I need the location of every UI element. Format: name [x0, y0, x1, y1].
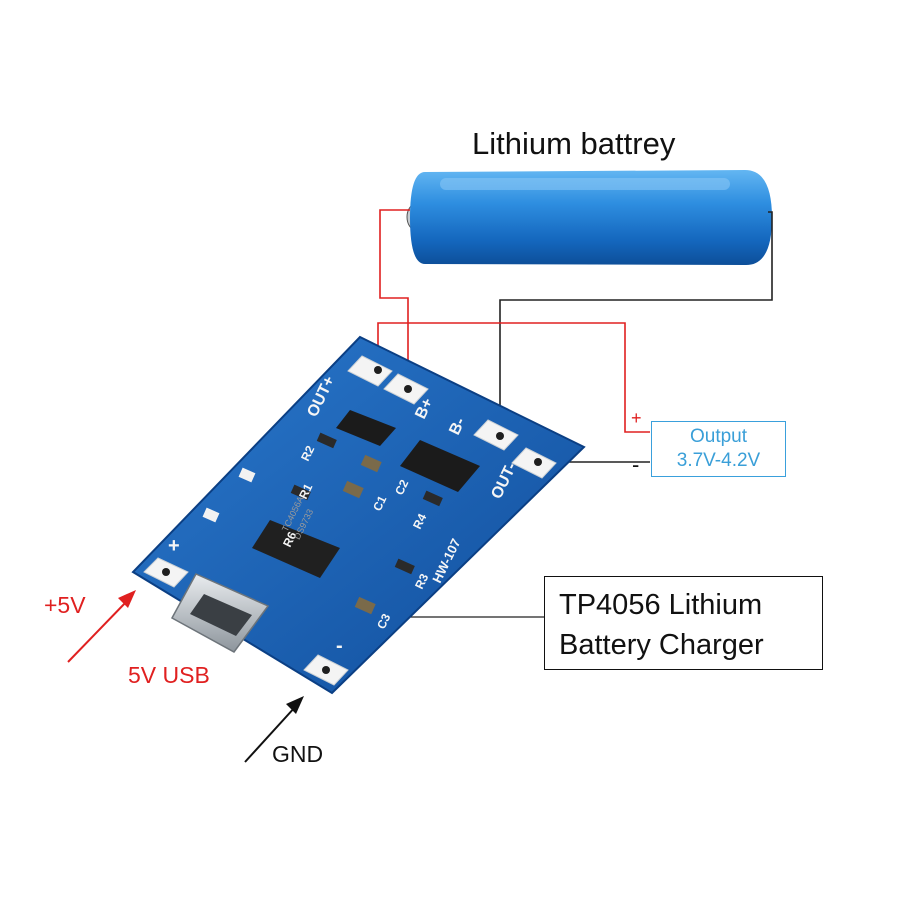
output-plus-sign: +	[631, 408, 642, 428]
pcb-body	[131, 335, 586, 695]
output-minus-sign: -	[632, 452, 640, 477]
chip-label-line2: Battery Charger	[559, 629, 764, 661]
hole-input-minus	[322, 666, 330, 674]
hole-out-minus	[534, 458, 542, 466]
pad-b-minus	[473, 419, 519, 451]
arrow-gnd-head	[286, 696, 304, 714]
pad-out-plus	[347, 355, 393, 387]
usb-input-label: 5V USB	[128, 662, 210, 688]
smd-r3	[394, 558, 415, 575]
battery-label: Lithium battrey	[472, 126, 676, 161]
led-1	[238, 467, 256, 483]
output-voltage: 3.7V-4.2V	[676, 450, 761, 471]
hole-out-plus	[374, 366, 382, 374]
ic-protection	[336, 410, 396, 446]
smd-c2	[360, 454, 382, 473]
led-2	[202, 507, 220, 523]
arrow-5v-line	[67, 599, 129, 663]
smd-r1	[290, 484, 311, 501]
wire-battery-negative	[499, 211, 773, 436]
battery-cell	[406, 170, 772, 266]
ic-dw01	[400, 440, 480, 492]
chip-label-line1: TP4056 Lithium	[559, 589, 763, 621]
micro-usb-opening	[190, 594, 252, 636]
smd-r4	[422, 490, 443, 507]
hole-b-minus	[496, 432, 504, 440]
arrow-5v-head	[118, 590, 136, 608]
tp4056-board	[131, 335, 586, 695]
arrows	[67, 590, 304, 763]
gnd-label: GND	[272, 741, 324, 767]
wires	[377, 209, 773, 618]
pad-holes	[162, 366, 542, 674]
hole-input-plus	[162, 568, 170, 576]
output-box: Output 3.7V-4.2V	[651, 421, 786, 477]
input-plus-label: +5V	[44, 592, 86, 618]
battery-body	[410, 170, 772, 266]
wire-battery-positive	[379, 209, 410, 370]
pad-out-minus	[511, 447, 557, 479]
battery-highlight	[440, 178, 730, 190]
ic-tp4056	[252, 520, 340, 578]
chip-label-box: TP4056 Lithium Battery Charger	[544, 576, 823, 670]
smd-r2	[316, 432, 337, 449]
output-title: Output	[689, 426, 748, 447]
wire-output-positive	[377, 322, 650, 433]
hole-b-plus	[404, 385, 412, 393]
arrow-gnd-line	[244, 705, 297, 763]
smd-c3	[354, 596, 376, 615]
smd-components	[202, 432, 443, 615]
smd-c1	[342, 480, 364, 499]
